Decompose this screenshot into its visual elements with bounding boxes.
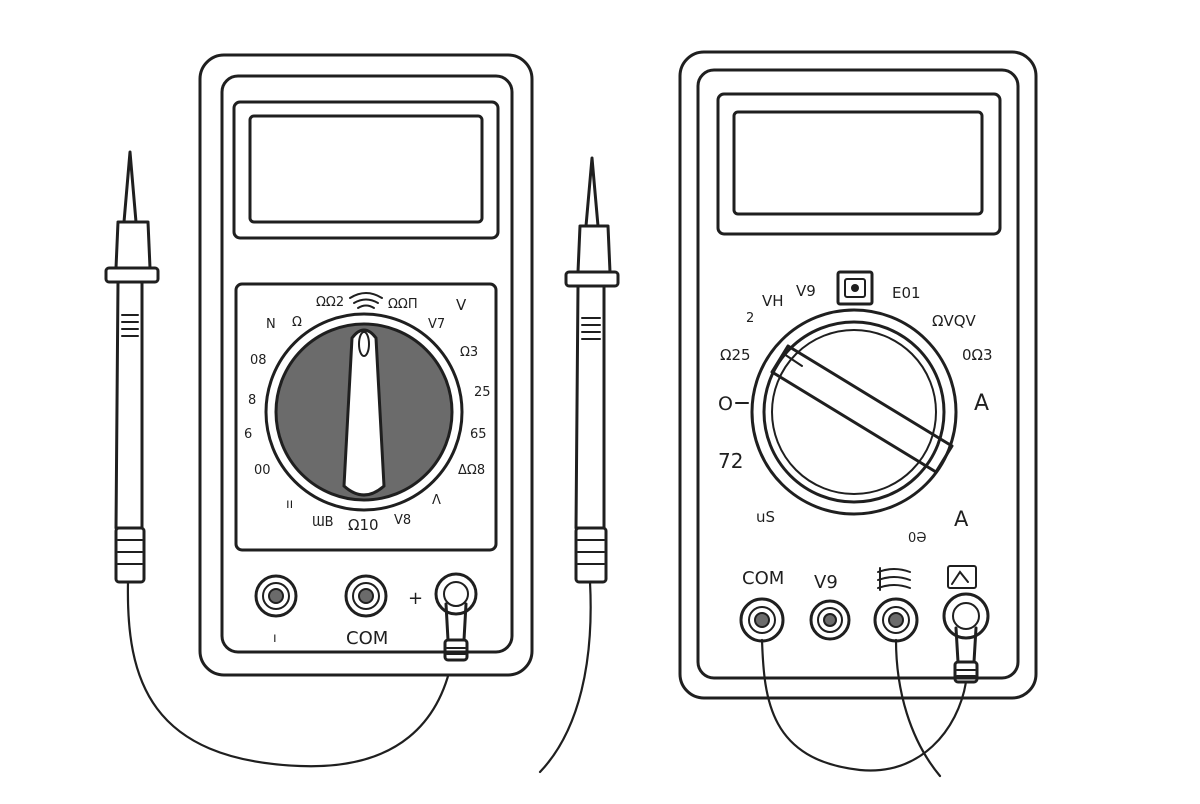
right-meter-display-screen — [732, 110, 984, 216]
right-dial-label: A — [974, 391, 989, 416]
left-dial-label: ƜB — [312, 515, 334, 530]
right-port-3-symbol — [877, 567, 911, 591]
left-port-com[interactable] — [344, 574, 388, 618]
right-meter-inner-frame — [696, 68, 1020, 680]
left-probe-wire — [126, 580, 454, 768]
right-port-v-label: V9 — [814, 572, 838, 593]
left-dial-label: Ω3 — [460, 345, 478, 360]
right-dial-label: E01 — [892, 284, 921, 302]
left-dial-label: Ω — [292, 315, 302, 330]
right-dial-label: 0Ə — [908, 531, 927, 546]
left-dial-label: Ω10 — [348, 516, 379, 534]
right-probe-handle — [574, 284, 606, 530]
right-probe-guard — [564, 270, 620, 288]
left-dial-label: 65 — [470, 427, 487, 442]
left-meter-dial-panel — [234, 282, 498, 552]
right-meter-lead-wire-2 — [894, 638, 942, 778]
right-dial-label: 72 — [718, 449, 743, 473]
right-port-com-label: COM — [742, 568, 784, 589]
right-meter-lead-wire-1 — [760, 638, 968, 772]
left-port-plus-label: + — [408, 588, 423, 609]
right-meter-dial-pointer[interactable] — [770, 344, 954, 474]
right-port-v[interactable] — [809, 599, 851, 641]
left-dial-label: ΩΩΠ — [388, 297, 418, 312]
right-dial-label: ΩVQV — [932, 312, 977, 330]
left-probe-grip-lines — [121, 314, 139, 337]
right-probe-wire — [538, 580, 592, 774]
left-dial-label: N — [266, 317, 276, 332]
left-probe-collar — [114, 220, 152, 270]
right-meter-display-bezel — [716, 92, 1002, 236]
right-dial-label: VH — [762, 292, 784, 310]
left-dial-label: V7 — [428, 317, 445, 332]
left-probe-tip — [122, 150, 138, 224]
right-probe-tip — [584, 156, 600, 228]
left-dial-label: 6 — [244, 427, 252, 442]
left-dial-label: 8 — [248, 393, 256, 408]
right-meter: VH V9 E01 2 ΩVQV Ω25 0Ω3 O A 72 uS A 0Ə … — [678, 50, 1038, 700]
left-dial-label: ıı — [286, 497, 293, 512]
left-meter: ΩΩ2 ΩΩΠ V N Ω V7 Ω3 25 8 08 6 65 00 ΔΩ8 … — [198, 53, 534, 677]
right-probe-collar — [576, 224, 612, 274]
left-port-1-label: ı — [273, 631, 277, 646]
left-meter-dial-pointer[interactable] — [342, 328, 386, 497]
left-meter-display-screen — [248, 114, 484, 224]
left-meter-display-bezel — [232, 100, 500, 240]
right-meter-dial-knob[interactable] — [762, 320, 946, 504]
right-probe — [538, 156, 620, 774]
left-probe-boot-rings — [117, 539, 143, 565]
left-port-com-label: COM — [346, 628, 388, 649]
left-port-plus[interactable] — [434, 572, 478, 616]
right-dial-label: 0Ω3 — [962, 346, 993, 364]
left-port-1[interactable] — [254, 574, 298, 618]
left-dial-label: 00 — [254, 463, 271, 478]
right-meter-dial-ring — [750, 308, 958, 516]
right-port-4[interactable] — [942, 592, 990, 640]
left-dial-label: ΩΩ2 — [316, 295, 344, 310]
left-meter-dial-pointer-mark — [358, 331, 370, 357]
right-dial-label: 2 — [746, 311, 754, 326]
left-lead-plug — [443, 602, 469, 662]
right-meter-top-indicator — [836, 270, 874, 306]
right-port-4-symbol — [947, 565, 977, 589]
left-dial-label: ΔΩ8 — [458, 463, 485, 478]
right-dial-label: Ω25 — [720, 346, 751, 364]
left-probe-guard — [104, 266, 160, 284]
left-dial-label: 08 — [250, 353, 267, 368]
right-probe-grip-lines — [581, 317, 601, 340]
left-meter-inner-frame — [220, 74, 514, 654]
right-port-3[interactable] — [873, 597, 919, 643]
continuity-icon — [349, 292, 383, 309]
right-probe-boot — [574, 526, 608, 584]
right-dial-label: uS — [756, 508, 775, 526]
left-probe — [104, 150, 454, 768]
left-meter-dial-ring — [264, 312, 464, 512]
left-dial-label: V8 — [394, 513, 411, 528]
left-dial-label: V — [456, 296, 467, 314]
left-probe-boot — [114, 526, 146, 584]
left-dial-label: 25 — [474, 385, 491, 400]
right-dial-label: A — [954, 507, 969, 531]
left-dial-label: Ʌ — [432, 493, 441, 508]
right-dial-label: O — [718, 393, 733, 415]
right-dial-label: V9 — [796, 282, 816, 300]
right-meter-dial-inner-ring — [771, 329, 937, 495]
left-probe-handle — [114, 280, 144, 530]
right-probe-boot-rings — [577, 539, 605, 565]
